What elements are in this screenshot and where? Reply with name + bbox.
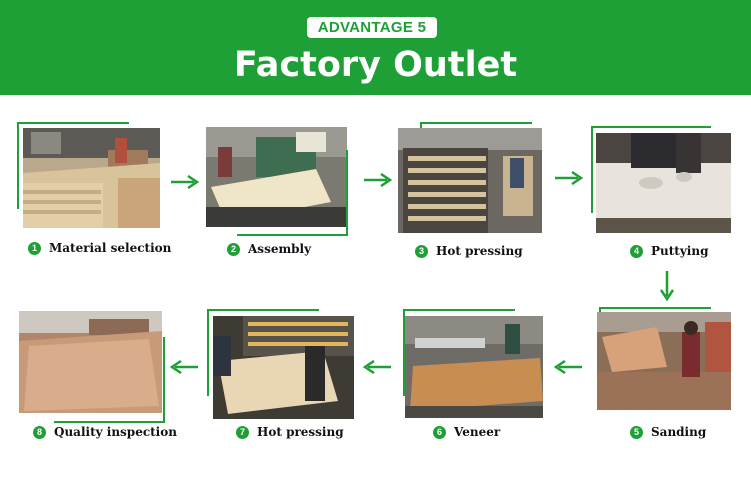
step-caption: 5 Sanding <box>630 424 706 440</box>
step-label: Hot pressing <box>257 425 344 439</box>
material-selection-photo <box>23 128 160 228</box>
quality-inspection-photo <box>19 311 162 413</box>
arrow-right-icon <box>555 171 584 185</box>
photo-frame <box>237 150 348 236</box>
arrow-right-icon <box>171 175 200 189</box>
step-number-badge: 8 <box>33 426 46 439</box>
step-number-badge: 2 <box>227 243 240 256</box>
page-title: Factory Outlet <box>233 45 518 85</box>
arrow-down-icon <box>660 271 674 302</box>
step-caption: 8 Quality inspection <box>33 424 177 440</box>
photo-frame <box>207 309 319 396</box>
step-number-badge: 6 <box>433 426 446 439</box>
step-number-badge: 1 <box>28 242 41 255</box>
step-number-badge: 5 <box>630 426 643 439</box>
step-caption: 1 Material selection <box>28 240 171 256</box>
photo-frame <box>17 122 129 209</box>
step-number-badge: 3 <box>415 245 428 258</box>
photo-frame <box>403 309 515 396</box>
photo-frame <box>591 126 711 213</box>
step-label: Puttying <box>651 244 709 258</box>
arrow-left-icon <box>362 360 391 374</box>
step-caption: 3 Hot pressing <box>415 243 523 259</box>
puttying-photo <box>596 133 731 233</box>
step-caption: 2 Assembly <box>227 241 311 257</box>
assembly-photo <box>206 127 347 227</box>
step-label: Quality inspection <box>54 425 177 439</box>
arrow-left-icon <box>169 360 198 374</box>
step-caption: 7 Hot pressing <box>236 424 344 440</box>
advantage-badge: ADVANTAGE 5 <box>307 17 437 38</box>
arrow-right-icon <box>364 173 393 187</box>
photo-frame <box>54 337 165 423</box>
sanding-photo <box>597 312 731 410</box>
step-number-badge: 7 <box>236 426 249 439</box>
arrow-left-icon <box>553 360 582 374</box>
step-caption: 6 Veneer <box>433 424 500 440</box>
step-label: Veneer <box>454 425 501 439</box>
step-label: Sanding <box>651 425 707 439</box>
step-label: Assembly <box>248 242 312 256</box>
step-label: Hot pressing <box>436 244 523 258</box>
veneer-photo <box>405 316 543 418</box>
header-banner: ADVANTAGE 5 Factory Outlet <box>0 0 751 95</box>
hot-pressing-photo <box>398 128 542 233</box>
hot-pressing-photo <box>213 316 354 419</box>
step-number-badge: 4 <box>630 245 643 258</box>
step-caption: 4 Puttying <box>630 243 708 259</box>
step-label: Material selection <box>49 241 172 255</box>
